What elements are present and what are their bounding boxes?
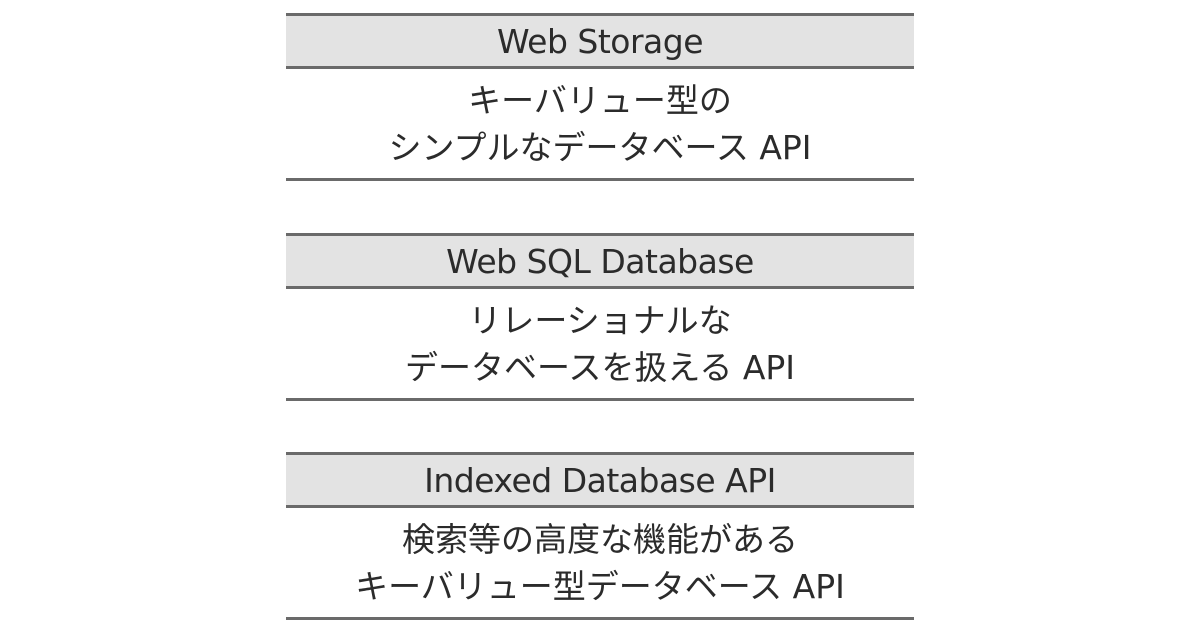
indexed-database-api-card: Indexed Database API 検索等の高度な機能がある キーバリュー…	[286, 452, 914, 620]
card-description-line: キーバリュー型データベース API	[355, 566, 845, 606]
card-description-line: キーバリュー型の	[468, 80, 732, 120]
card-title: Indexed Database API	[286, 452, 914, 508]
card-description-line: リレーショナルな	[468, 300, 732, 340]
card-description-line: データベースを扱える API	[404, 347, 796, 387]
card-description: キーバリュー型の シンプルなデータベース API	[286, 69, 914, 181]
card-description-line: シンプルなデータベース API	[388, 127, 812, 167]
card-title: Web SQL Database	[286, 233, 914, 289]
card-description: リレーショナルな データベースを扱える API	[286, 289, 914, 401]
web-sql-database-card: Web SQL Database リレーショナルな データベースを扱える API	[286, 233, 914, 401]
web-storage-card: Web Storage キーバリュー型の シンプルなデータベース API	[286, 13, 914, 181]
card-description-line: 検索等の高度な機能がある	[402, 519, 798, 559]
card-description: 検索等の高度な機能がある キーバリュー型データベース API	[286, 508, 914, 620]
card-title: Web Storage	[286, 13, 914, 69]
